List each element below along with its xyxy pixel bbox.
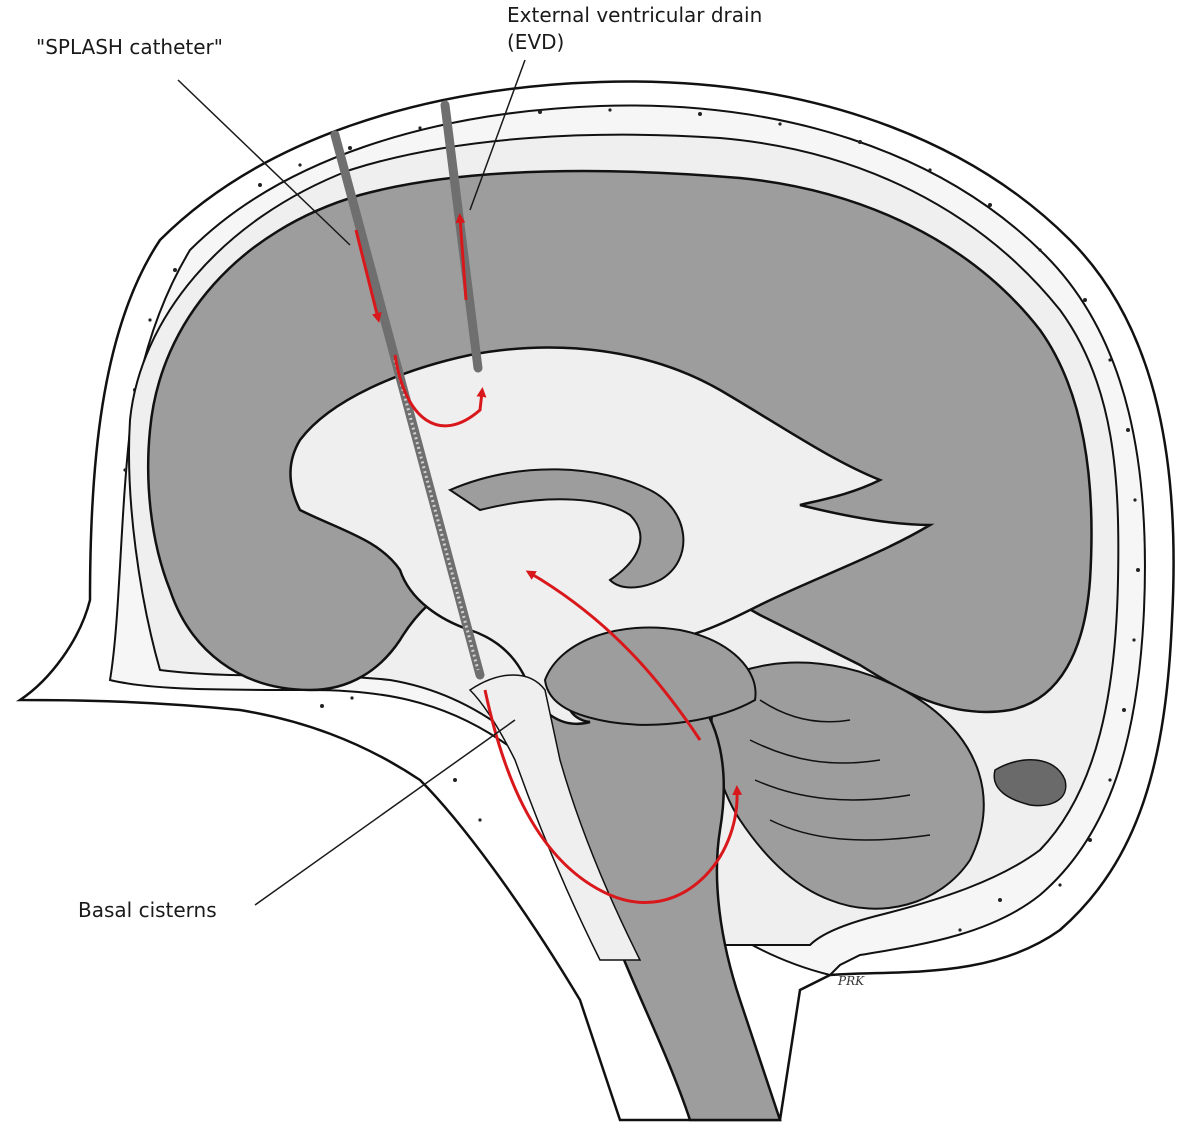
flow-arrow-ventricle-loop [393, 354, 487, 428]
splash-catheter-label: "SPLASH catheter" [36, 35, 223, 59]
basal-cisterns-label: Basal cisterns [78, 898, 217, 922]
artist-signature: PRK [838, 974, 865, 988]
leader-line-evd [469, 59, 526, 211]
corpus-callosum [447, 468, 685, 589]
evd-label-line2: (EVD) [507, 30, 565, 54]
evd-label-line1: External ventricular drain [507, 3, 763, 27]
flow-arrow-evd-up [455, 213, 468, 301]
flow-arrow-aqueduct-up [525, 570, 702, 741]
leader-line-splash [177, 79, 351, 246]
splash-catheter-holes [393, 359, 480, 671]
lateral-ventricle [289, 346, 935, 725]
transverse-sinus [993, 759, 1067, 807]
evd-label: External ventricular drain (EVD) [507, 2, 762, 56]
flow-arrow-splash-down [354, 229, 382, 323]
cerebellum-folia [749, 699, 931, 841]
leader-line-basal [254, 719, 516, 906]
flow-arrow-cistern-loop [483, 689, 743, 904]
